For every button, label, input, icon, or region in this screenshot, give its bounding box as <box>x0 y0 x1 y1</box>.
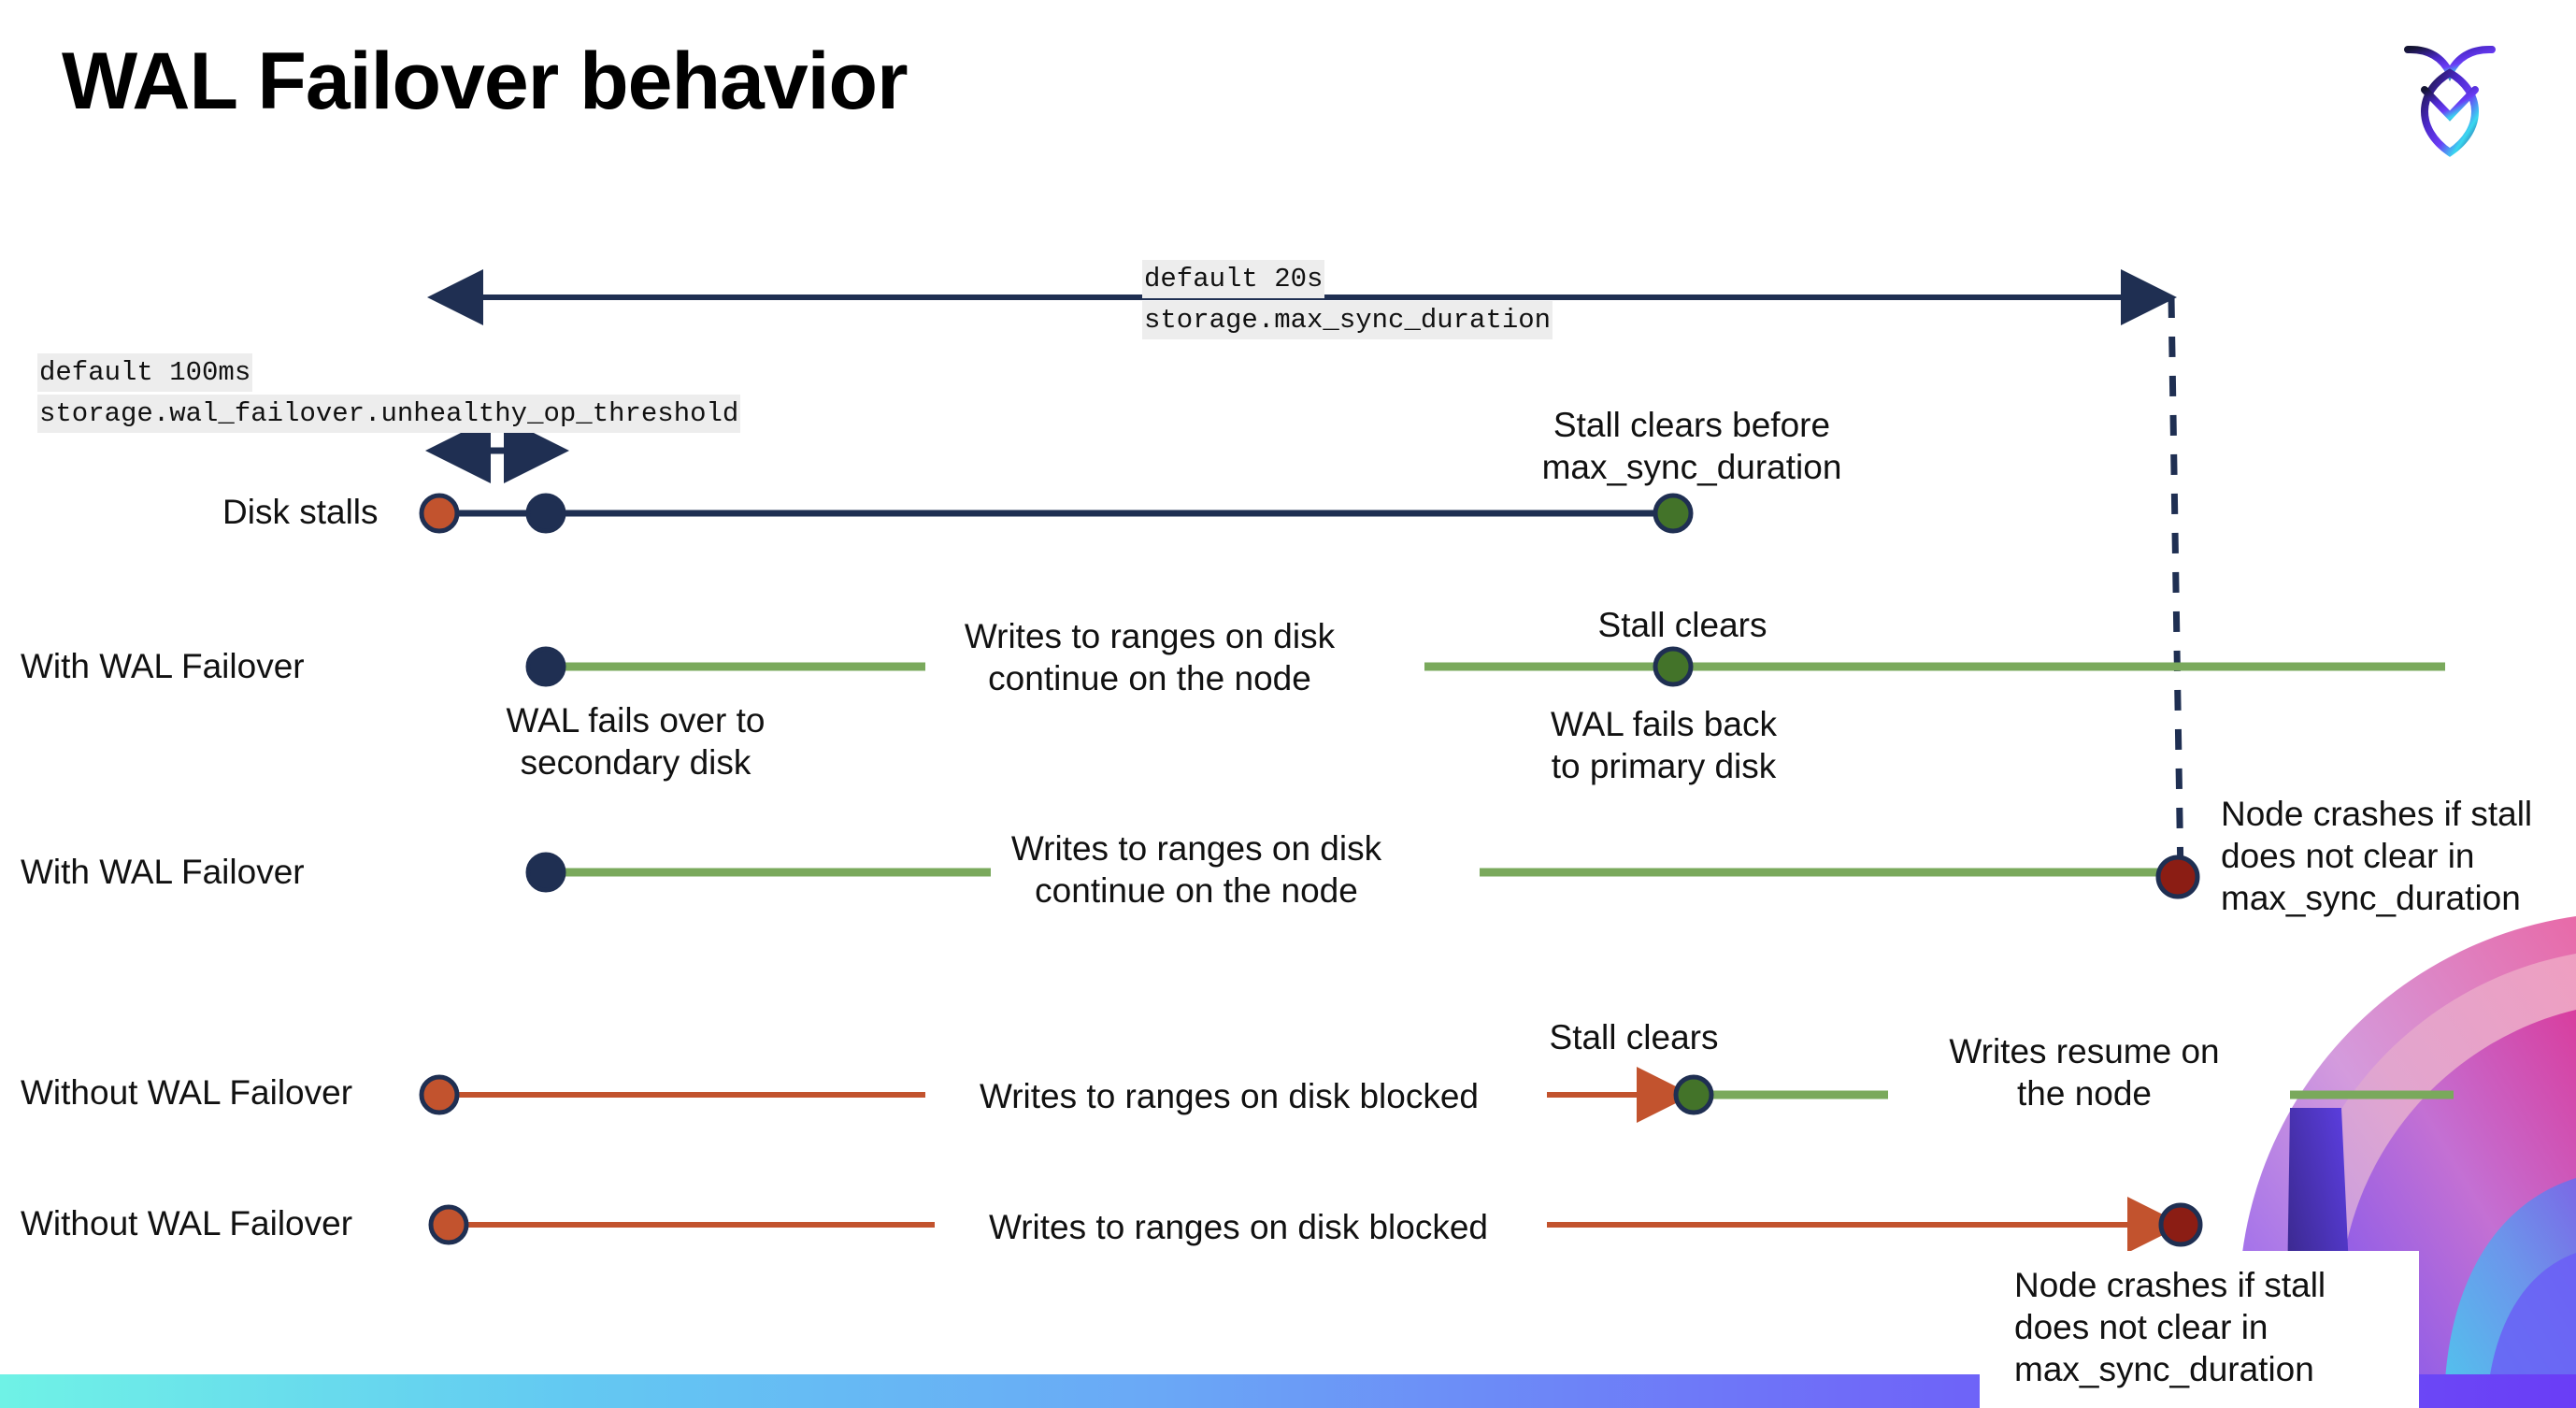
note-writes-blocked-2: Writes to ranges on disk blocked <box>988 1208 1489 1246</box>
page-title: WAL Failover behavior <box>62 36 909 126</box>
note-writes-resume: Writes resume on the node <box>1949 1032 2220 1113</box>
row-label-with-wal-failover-2: With WAL Failover <box>21 853 305 891</box>
max-sync-duration-default-label: default 20s <box>1142 260 1325 299</box>
row-label-without-wal-failover-1: Without WAL Failover <box>21 1073 353 1112</box>
note-wal-fails-back: WAL fails back to primary disk <box>1551 705 1777 786</box>
note-node-crashes-1: Node crashes if stall does not clear in … <box>2221 795 2533 918</box>
cockroachdb-logo-icon <box>2389 26 2511 166</box>
track-without-wal-failover-2 <box>428 1197 2203 1253</box>
note-writes-blocked-1: Writes to ranges on disk blocked <box>979 1077 1480 1115</box>
max-sync-duration-dropline <box>2168 296 2184 880</box>
unhealthy-op-threshold-setting-label: storage.wal_failover.unhealthy_op_thresh… <box>37 395 741 434</box>
note-node-crashes-2: Node crashes if stall does not clear in … <box>2014 1266 2326 1389</box>
note-stall-clears-2: Stall clears <box>1549 1018 1719 1056</box>
track-disk-stalls <box>419 493 1694 534</box>
row-label-disk-stalls: Disk stalls <box>222 493 379 531</box>
note-writes-continue-1: Writes to ranges on disk continue on the… <box>964 617 1336 698</box>
note-writes-continue-2: Writes to ranges on disk continue on the… <box>1010 829 1382 911</box>
note-wal-fails-over: WAL fails over to secondary disk <box>506 701 766 783</box>
unhealthy-op-threshold-default-label: default 100ms <box>37 353 253 393</box>
note-stall-clears-1: Stall clears <box>1597 606 1767 644</box>
track-without-wal-failover-1 <box>419 1067 2454 1123</box>
row-label-without-wal-failover-2: Without WAL Failover <box>21 1204 353 1243</box>
note-backdrop <box>1980 1251 2419 1408</box>
note-stall-clears-before: Stall clears before max_sync_duration <box>1541 406 1842 487</box>
max-sync-duration-setting-label: storage.max_sync_duration <box>1142 301 1553 340</box>
track-with-wal-failover-1 <box>525 646 2445 687</box>
track-with-wal-failover-2 <box>525 852 2200 899</box>
row-label-with-wal-failover-1: With WAL Failover <box>21 647 305 685</box>
